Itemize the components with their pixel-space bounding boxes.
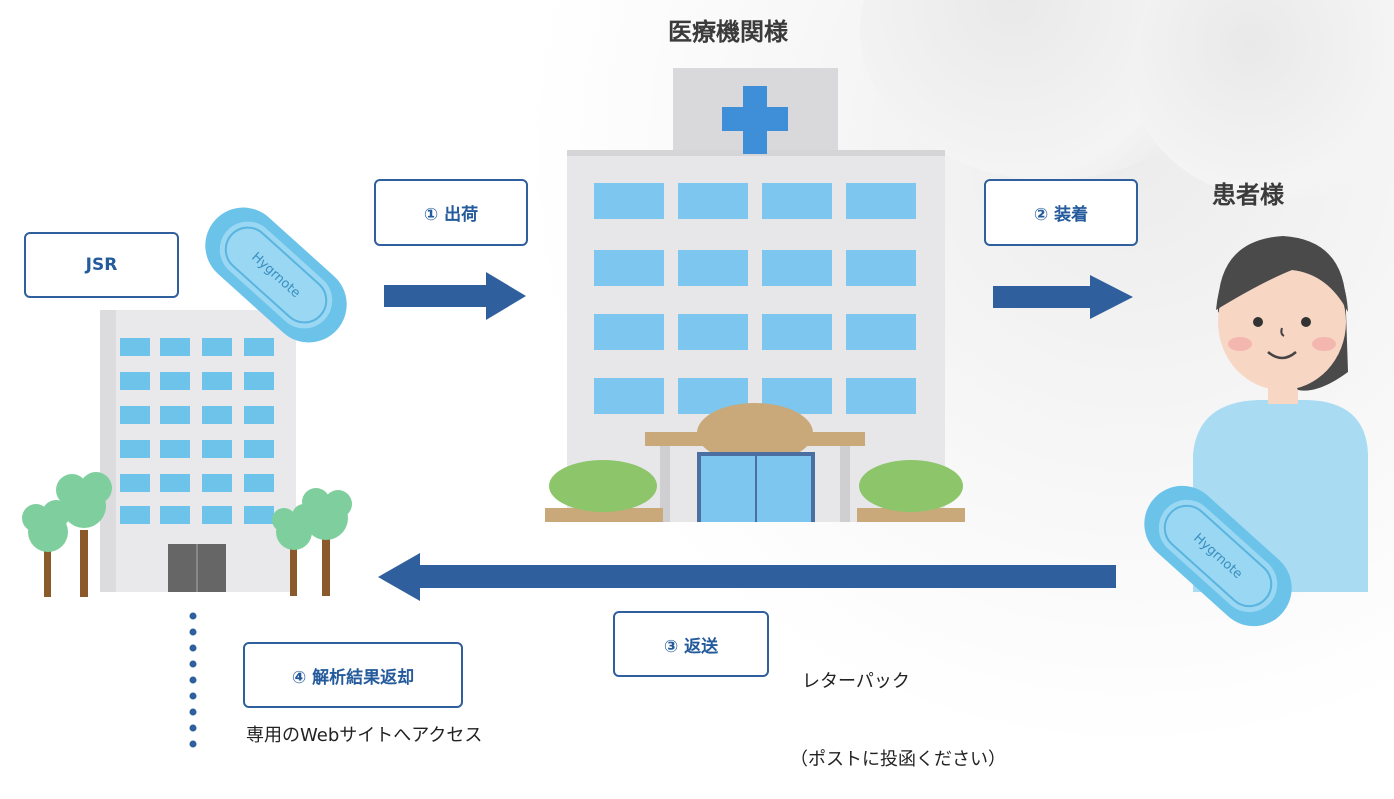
ship-arrow bbox=[384, 272, 526, 320]
step2-attach-label: ② 装着 bbox=[984, 179, 1138, 246]
post-instruction-line: （ポストに投函ください） bbox=[790, 749, 1006, 770]
wearable-patch-device-icon: Hygrnote bbox=[1144, 485, 1292, 627]
step4-result-label: ④ 解析結果返却 bbox=[243, 642, 463, 708]
letter-pack-note: レターパック （ポストに投函ください） bbox=[790, 617, 1006, 799]
jsr-label: JSR bbox=[24, 232, 179, 298]
web-access-note: 専用のWebサイトへアクセス bbox=[246, 725, 483, 746]
result-dotted-line bbox=[189, 612, 197, 748]
step1-ship-label: ① 出荷 bbox=[374, 179, 528, 246]
jsr-office-building-icon bbox=[22, 310, 352, 597]
patient-title: 患者様 bbox=[1212, 181, 1284, 209]
step3-return-label: ③ 返送 bbox=[613, 611, 769, 677]
attach-arrow bbox=[993, 275, 1133, 319]
hospital-building-icon bbox=[545, 68, 965, 522]
letter-pack-line: レターパック bbox=[802, 671, 910, 692]
wearable-patch-device-icon: Hygrnote bbox=[205, 207, 347, 343]
return-arrow bbox=[378, 553, 1116, 601]
medical-institution-title: 医療機関様 bbox=[668, 18, 788, 46]
